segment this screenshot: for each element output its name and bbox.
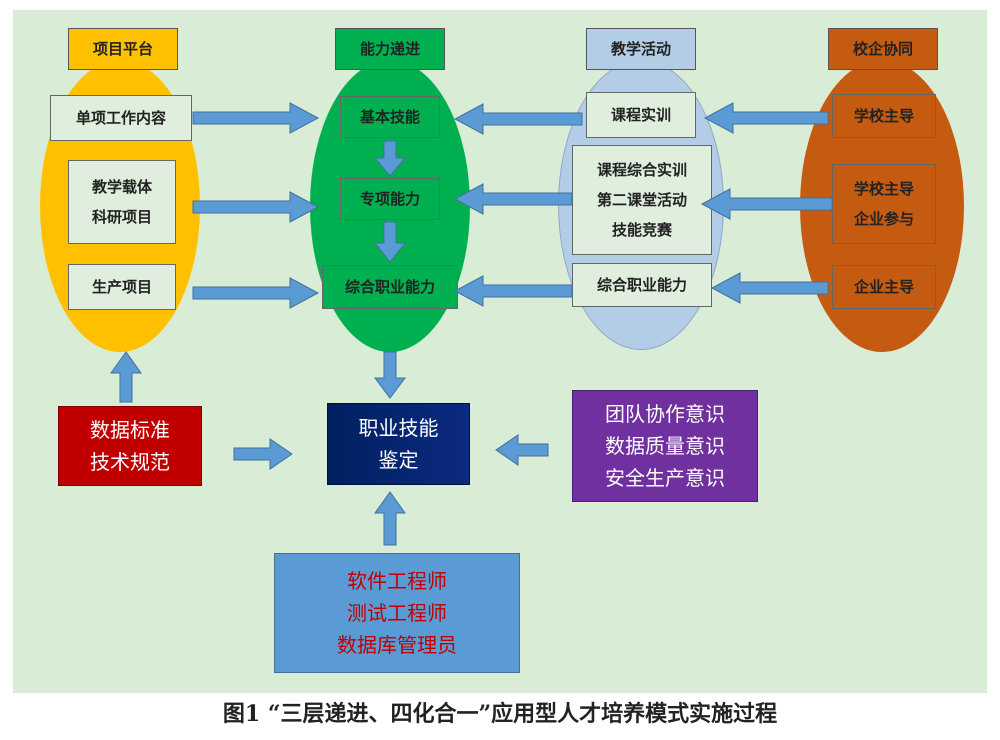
- arrow-awareness-to-certification: [495, 434, 549, 466]
- project-platform-header: 项目平台: [68, 28, 178, 70]
- certification-box: 职业技能鉴定: [327, 403, 470, 485]
- single-task-box: 单项工作内容: [50, 95, 192, 141]
- arrow-production-to-comprehensive: [192, 277, 320, 309]
- course-training-box: 课程实训: [586, 92, 696, 138]
- school-led-box: 学校主导: [832, 94, 936, 138]
- figure-caption: 图1 “三层递进、四化合一”应用型人才培养模式实施过程: [222, 701, 778, 727]
- arrow-enterprise-to-ability: [710, 272, 829, 304]
- awareness-box: 团队协作意识数据质量意识安全生产意识: [572, 390, 758, 502]
- teaching-research-box: 教学载体科研项目: [68, 160, 176, 244]
- standards-box: 数据标准技术规范: [58, 406, 202, 486]
- basic-skills-box: 基本技能: [340, 96, 440, 138]
- arrow-course-to-basic: [453, 103, 583, 135]
- school-led-enterprise-box: 学校主导企业参与: [832, 164, 936, 244]
- comprehensive-ability-box: 综合职业能力: [322, 265, 458, 309]
- arrow-standards-to-certification: [233, 438, 293, 470]
- arrow-teaching-ability-to-comprehensive: [453, 275, 573, 307]
- special-ability-box: 专项能力: [340, 178, 440, 220]
- arrow-basic-to-special: [373, 140, 407, 177]
- arrow-comp-training-to-special: [453, 183, 573, 215]
- enterprise-led-box: 企业主导: [832, 265, 936, 309]
- teaching-activities-header: 教学活动: [586, 28, 696, 70]
- arrow-special-to-comprehensive: [373, 221, 407, 263]
- arrow-standards-to-platform: [110, 351, 142, 403]
- ability-progression-header: 能力递进: [335, 28, 445, 70]
- teaching-comprehensive-ability-box: 综合职业能力: [572, 263, 712, 307]
- arrow-single-task-to-basic: [192, 102, 320, 134]
- arrow-school-to-course: [703, 102, 829, 134]
- roles-box: 软件工程师测试工程师数据库管理员: [274, 553, 520, 673]
- arrow-comprehensive-to-certification: [374, 351, 406, 399]
- arrow-roles-to-certification: [374, 491, 406, 546]
- school-enterprise-header: 校企协同: [828, 28, 938, 70]
- arrow-school-enterprise-to-comp: [700, 188, 833, 220]
- arrow-teaching-to-special: [192, 191, 320, 223]
- production-project-box: 生产项目: [68, 264, 176, 310]
